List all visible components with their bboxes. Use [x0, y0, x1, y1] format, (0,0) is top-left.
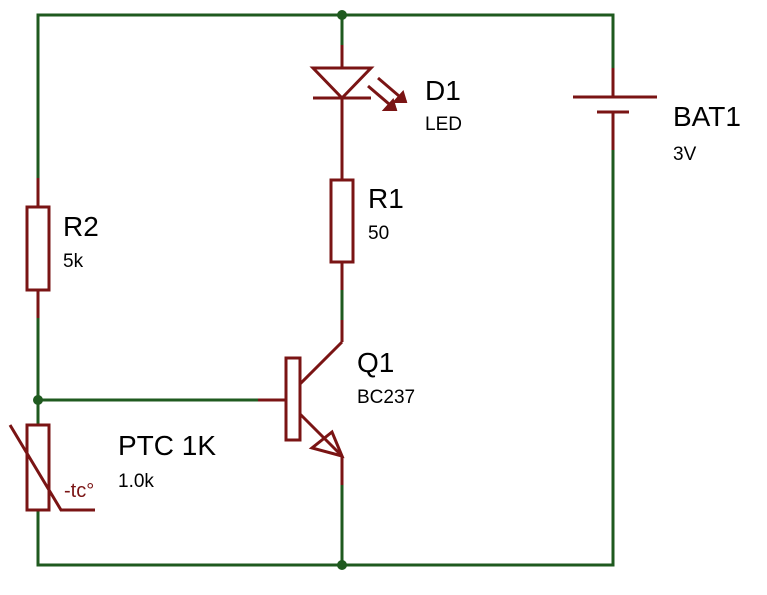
r2-body [25, 205, 51, 292]
r1-value-label: 50 [368, 223, 389, 244]
q1-emitter-arrow [308, 429, 345, 459]
wires [36, 13, 615, 567]
bat1-value-label: 3V [673, 144, 697, 165]
r1-ref-label: R1 [368, 183, 404, 214]
d1-ref-label: D1 [425, 75, 461, 106]
junction-base [33, 395, 43, 405]
q1-emitter-diag [298, 412, 344, 458]
r2-value-label: 5k [63, 251, 84, 272]
q1-value-label: BC237 [357, 387, 415, 408]
q1-base-bar [284, 356, 302, 442]
ptc-slash [8, 424, 95, 512]
d1-value-label: LED [425, 114, 462, 135]
thermistor-ptc: -tc° PTC 1K 1.0k [8, 423, 216, 512]
ptc-body [25, 423, 51, 512]
r1-body [329, 178, 355, 264]
q1-ref-label: Q1 [357, 347, 394, 378]
junction-bottom [337, 560, 347, 570]
q1-collector-diag [298, 340, 344, 386]
led-d1: D1 LED [309, 45, 462, 155]
junction-top [337, 10, 347, 20]
ptc-value-label: 1.0k [118, 471, 154, 492]
bat1-ref-label: BAT1 [673, 101, 741, 132]
resistor-r2: R2 5k [25, 178, 99, 318]
transistor-q1: Q1 BC237 [258, 320, 415, 485]
led-arrowhead-2 [391, 90, 408, 103]
ptc-symbol-text: -tc° [64, 480, 94, 502]
r2-ref-label: R2 [63, 211, 99, 242]
resistor-r1: R1 50 [329, 155, 404, 290]
led-triangle [309, 66, 375, 101]
battery-bat1: BAT1 3V [573, 68, 741, 165]
ptc-ref-label: PTC 1K [118, 430, 216, 461]
